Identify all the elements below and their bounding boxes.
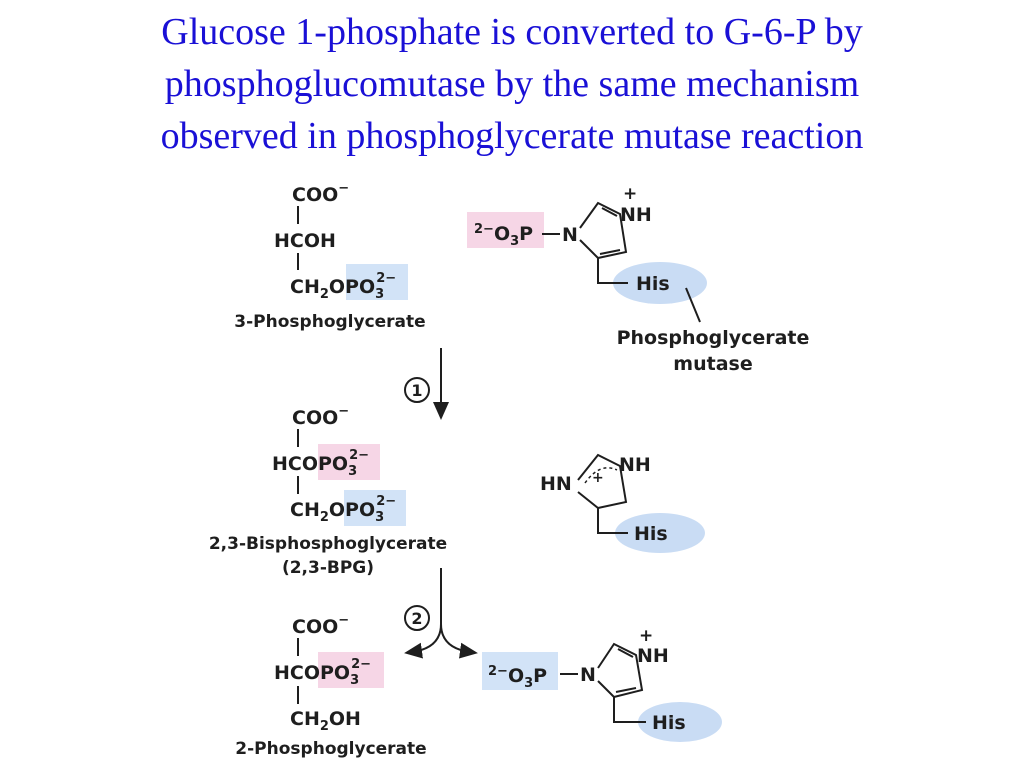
step-1-number: 1 — [411, 381, 422, 400]
regenerated-phosphohistidine: 2−O3P N NH + His — [482, 626, 722, 742]
step-2-circle — [404, 605, 430, 631]
imidazole-n: N — [562, 224, 578, 246]
imidazole-nh: NH — [619, 454, 651, 476]
phosphate-highlight-blue-3 — [482, 652, 558, 690]
molecule-2-3-bpg: COO− HCOPO32− CH2OPO32− 2,3-Bisphosphogl… — [209, 404, 447, 578]
label-2-3-bisphosphoglycerate: 2,3-Bisphosphoglycerate — [209, 534, 447, 554]
ch2oh-group: CH2OH — [290, 708, 361, 734]
imidazole-hn: HN — [540, 473, 572, 495]
phosphate-highlight-pink — [467, 212, 544, 248]
carboxylate-group: COO− — [292, 404, 349, 429]
ch2-phosphate-group: CH2OPO32− — [290, 271, 396, 302]
his-oval — [613, 262, 707, 304]
imidazole-nh: NH — [637, 645, 669, 667]
phosphate-highlight-pink-2 — [318, 444, 380, 480]
hcopo3-group: HCOPO32− — [274, 657, 371, 688]
his-label-3: His — [652, 712, 686, 734]
step-1-circle — [404, 377, 430, 403]
plus-charge: + — [639, 626, 653, 646]
phosphohistidine-enzyme: 2−O3P N NH + His Phosphoglycerate mutase — [467, 184, 809, 375]
imidazole-nh: NH — [620, 204, 652, 226]
step-2-arrow: 2 — [404, 568, 478, 659]
free-histidine-enzyme: HN + NH His — [540, 453, 705, 553]
his-oval-3 — [638, 702, 722, 742]
label-2-3-bpg: (2,3-BPG) — [282, 558, 374, 578]
phosphate-highlight-blue-2 — [344, 490, 406, 526]
phosphoryl-group: 2−O3P — [488, 664, 547, 691]
his-oval-2 — [615, 513, 705, 553]
step-1-arrow: 1 — [404, 348, 449, 420]
title-line-3: observed in phosphoglycerate mutase reac… — [160, 115, 864, 157]
his-label: His — [636, 273, 670, 295]
phosphate-highlight-blue — [346, 264, 408, 300]
imidazole-n: N — [580, 664, 596, 686]
enzyme-name-line-2: mutase — [673, 353, 752, 375]
carboxylate-group: COO− — [292, 181, 349, 206]
slide-title: Glucose 1-phosphate is converted to G-6-… — [0, 6, 1024, 162]
title-line-2: phosphoglucomutase by the same mechanism — [164, 63, 860, 105]
hcoh-group: HCOH — [274, 230, 336, 252]
enzyme-name-line-1: Phosphoglycerate — [617, 327, 810, 349]
molecule-3-phosphoglycerate: COO− HCOH CH2OPO32− 3-Phosphoglycerate — [234, 181, 425, 332]
plus-charge: + — [623, 184, 637, 204]
phosphoryl-group: 2−O3P — [474, 222, 533, 249]
label-3-phosphoglycerate: 3-Phosphoglycerate — [234, 312, 425, 332]
ch2-phosphate-group: CH2OPO32− — [290, 494, 396, 525]
label-2-phosphoglycerate: 2-Phosphoglycerate — [235, 739, 426, 759]
hcopo3-group: HCOPO32− — [272, 448, 369, 479]
step-2-number: 2 — [411, 609, 422, 628]
his-label-2: His — [634, 523, 668, 545]
phosphate-highlight-pink-3 — [318, 652, 384, 688]
delocalized-plus: + — [592, 470, 604, 486]
molecule-2-phosphoglycerate: COO− HCOPO32− CH2OH 2-Phosphoglycerate — [235, 613, 426, 759]
title-line-1: Glucose 1-phosphate is converted to G-6-… — [161, 11, 863, 53]
carboxylate-group: COO− — [292, 613, 349, 638]
